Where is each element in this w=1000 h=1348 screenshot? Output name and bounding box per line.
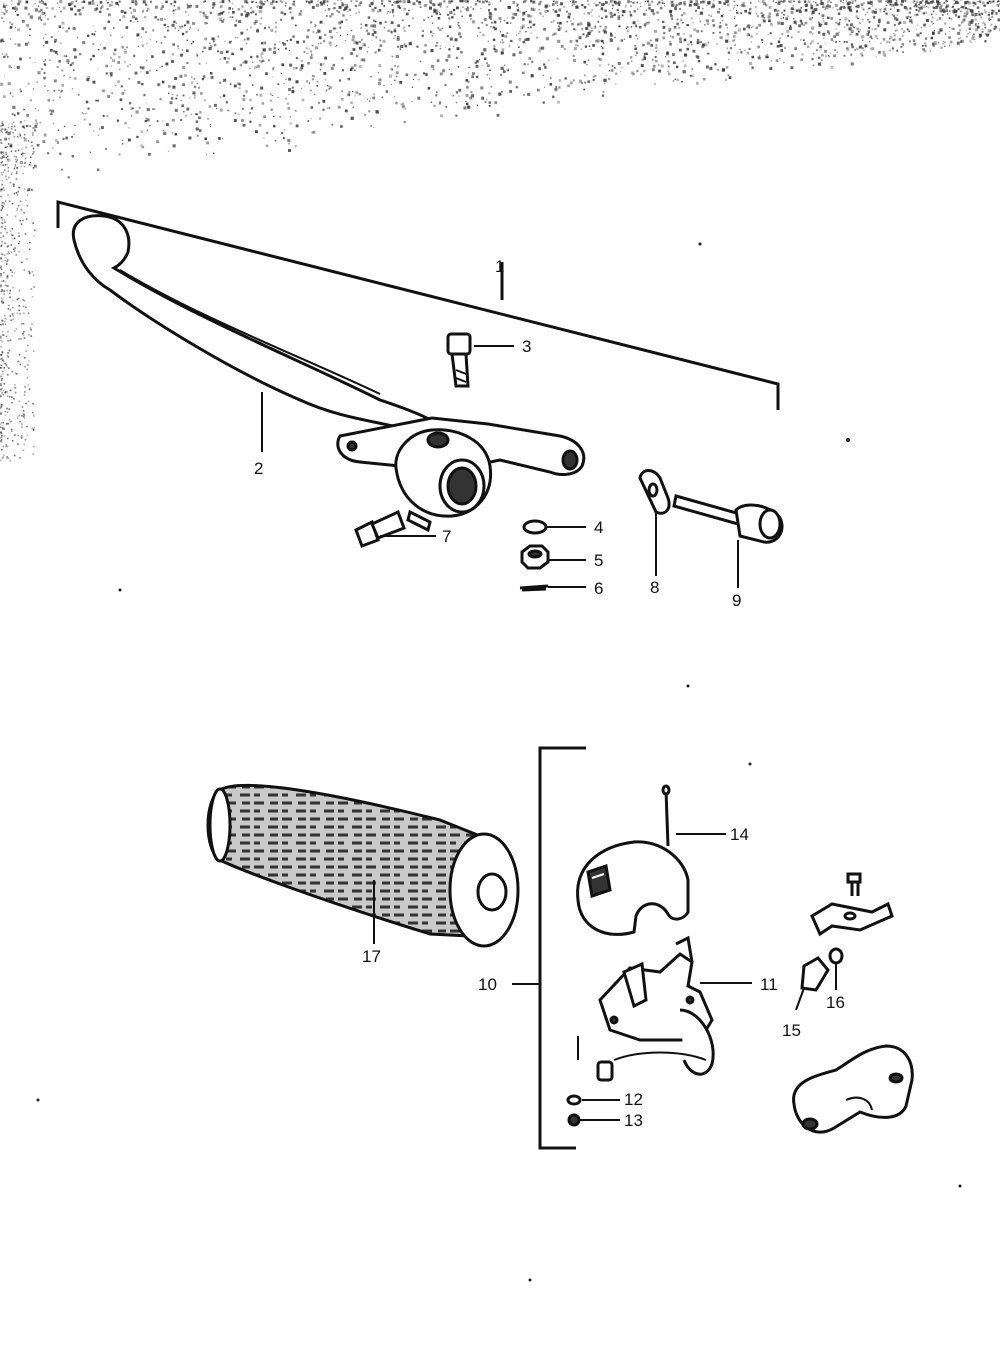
handlebar-grip xyxy=(208,785,518,946)
throttle-lower-body xyxy=(578,938,752,1080)
nut xyxy=(522,546,586,568)
callout-13: 13 xyxy=(624,1112,643,1129)
throttle-assembly-bracket xyxy=(512,748,586,1148)
scan-noise xyxy=(0,0,1000,461)
callout-16: 16 xyxy=(826,994,845,1011)
callout-17: 17 xyxy=(362,948,381,965)
callout-10: 10 xyxy=(478,976,497,993)
housing-screw xyxy=(663,786,726,846)
callout-11: 11 xyxy=(760,976,778,993)
throttle-upper-housing xyxy=(578,842,688,935)
washer xyxy=(524,521,586,533)
callout-8: 8 xyxy=(650,579,659,596)
callout-14: 14 xyxy=(730,826,749,843)
switch-part xyxy=(796,958,828,1010)
callout-4: 4 xyxy=(594,519,603,536)
callout-6: 6 xyxy=(594,580,603,597)
pivot-bolt xyxy=(448,334,514,386)
cable-bracket xyxy=(812,904,892,934)
callout-2: 2 xyxy=(254,460,263,477)
lever-pin xyxy=(674,496,782,588)
callout-1: 1 xyxy=(495,258,504,275)
handlebar-clamp xyxy=(794,1046,913,1132)
callout-15: 15 xyxy=(782,1022,801,1039)
callout-5: 5 xyxy=(594,552,603,569)
clamp-screw xyxy=(848,874,860,896)
callout-7: 7 xyxy=(442,528,451,545)
terminal-part xyxy=(830,949,842,990)
small-screw xyxy=(569,1115,620,1125)
spacer-washer xyxy=(640,471,669,577)
small-washer xyxy=(568,1096,620,1104)
lever-perch xyxy=(338,418,584,530)
callout-12: 12 xyxy=(624,1091,643,1108)
callout-3: 3 xyxy=(522,338,531,355)
cotter-pin xyxy=(520,586,586,590)
callout-9: 9 xyxy=(732,592,741,609)
